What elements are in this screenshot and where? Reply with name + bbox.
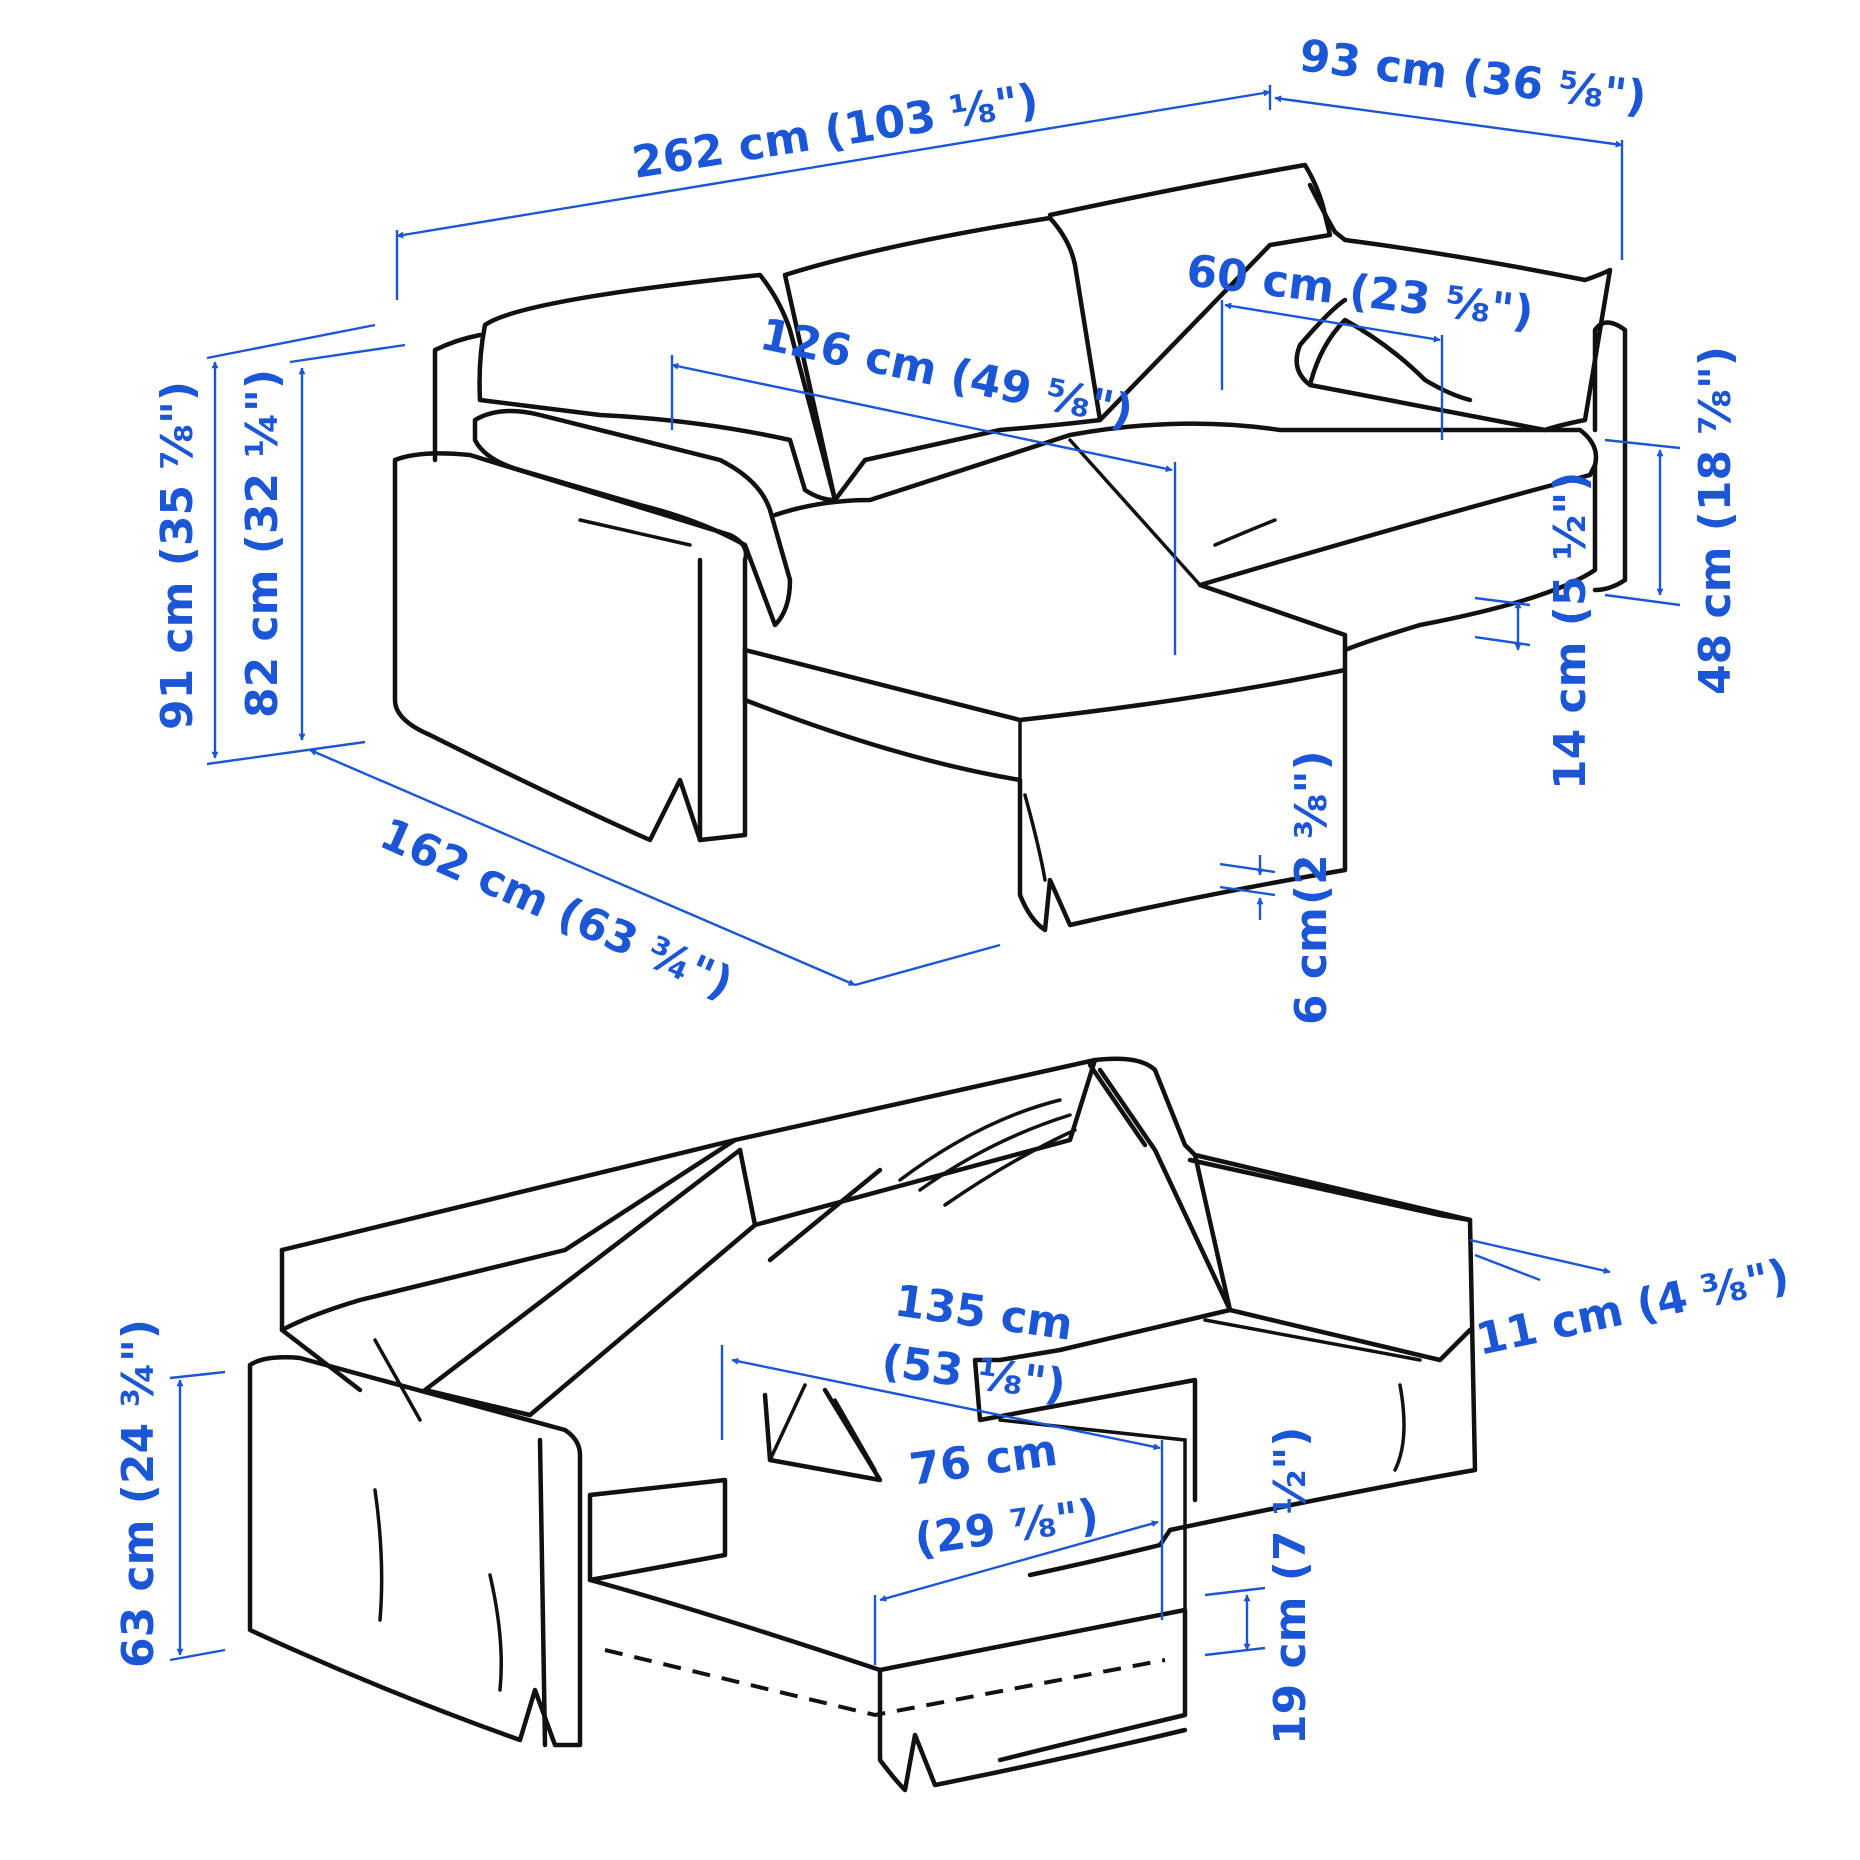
label-seat-thickness: 14 cm (5 ½") — [1545, 472, 1596, 790]
label-back-height: 82 cm (32 ¼") — [237, 369, 288, 718]
top-dimension-labels: 262 cm (103 ⅛") 93 cm (36 ⅝") 60 cm (23 … — [152, 30, 1741, 1025]
label-bed-height: 63 cm (24 ¾") — [113, 1319, 164, 1668]
label-total-width: 262 cm (103 ⅛") — [629, 74, 1042, 189]
label-bed-length-in: (53 ⅛") — [878, 1335, 1069, 1411]
label-storage-width-cm: 76 cm — [906, 1425, 1060, 1496]
bottom-dimension-labels: 135 cm (53 ⅛") 76 cm (29 ⅞") 11 cm (4 ⅜"… — [113, 1250, 1794, 1745]
label-total-height: 91 cm (35 ⅞") — [152, 381, 203, 730]
top-dimension-lines — [206, 85, 1681, 987]
label-clearance-upper: (2 ⅜") — [1286, 750, 1337, 905]
label-storage-depth: 19 cm (7 ½") — [1265, 1427, 1316, 1745]
label-chaise-length: 162 cm (63 ¾") — [373, 808, 741, 1009]
sofa-bed-illustration — [247, 1056, 1478, 1793]
label-clearance-lower: 6 cm — [1286, 907, 1337, 1025]
label-storage-width-in: (29 ⅞") — [911, 1490, 1102, 1566]
label-depth: 93 cm (36 ⅝") — [1297, 30, 1650, 123]
label-seat-height: 48 cm (18 ⅞") — [1690, 346, 1741, 695]
label-arm-width: 11 cm (4 ⅜") — [1472, 1250, 1794, 1366]
bottom-dimension-lines — [169, 1238, 1611, 1665]
